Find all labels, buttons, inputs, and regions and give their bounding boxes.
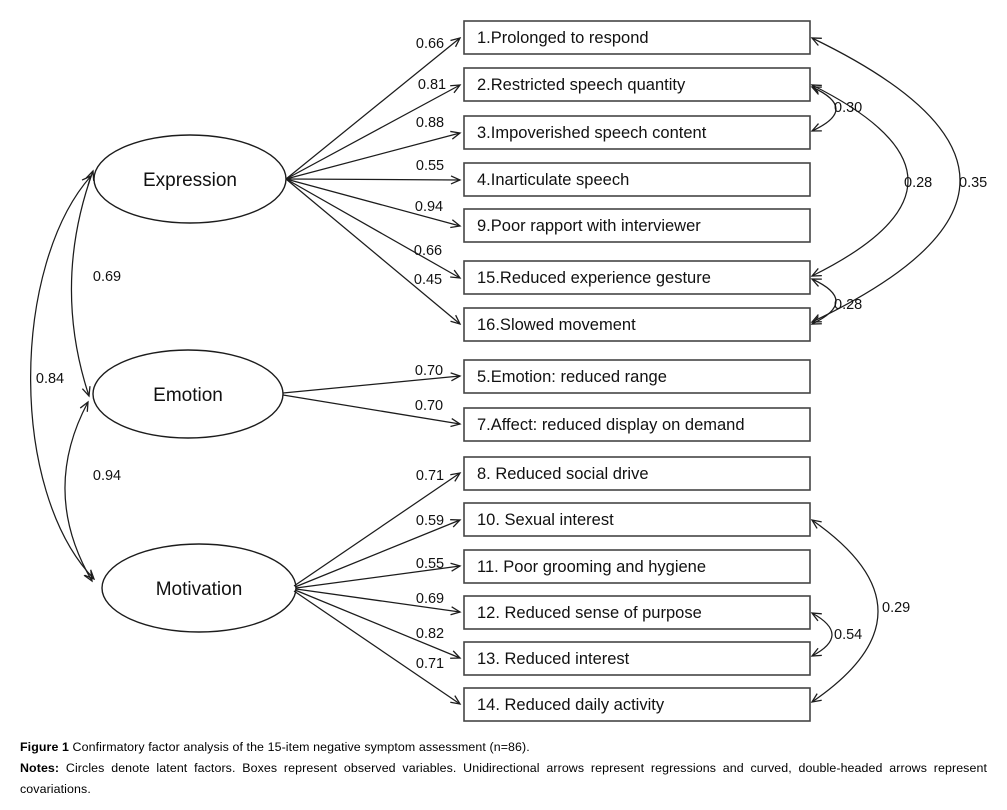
- loading-value: 0.88: [416, 115, 444, 131]
- item-box-1: [463, 20, 811, 55]
- covariance-value: 0.94: [93, 468, 121, 484]
- loading-value: 0.70: [415, 363, 443, 379]
- item-label-1: 1.Prolonged to respond: [477, 29, 649, 47]
- path-diagram-canvas: Expression Emotion Motivation 1.Prolonge…: [30, 20, 987, 722]
- caption-figure-label: Figure 1: [20, 740, 69, 754]
- expression-loading-arrows: [285, 38, 460, 324]
- loading-arrow: [295, 588, 460, 612]
- item-label-4: 4.Inarticulate speech: [477, 171, 629, 189]
- item-label-8: 8. Reduced social drive: [477, 465, 649, 483]
- item-box-4: [463, 162, 811, 197]
- loading-value: 0.45: [414, 272, 442, 288]
- residual-covariance-curves: [812, 38, 961, 702]
- loading-value: 0.66: [416, 36, 444, 52]
- covariance-value: 0.69: [93, 269, 121, 285]
- item-label-15: 15.Reduced experience gesture: [477, 269, 711, 287]
- item-label-11: 11. Poor grooming and hygiene: [477, 558, 706, 576]
- item-box-13: [463, 641, 811, 676]
- loading-arrow: [285, 133, 460, 180]
- factor-label-motivation: Motivation: [156, 579, 243, 600]
- loading-arrow: [295, 566, 460, 589]
- factor-covariance-curves: [30, 171, 94, 581]
- covariance-value: 0.30: [834, 100, 862, 116]
- item-box-2: [463, 67, 811, 102]
- item-box-11: [463, 549, 811, 584]
- item-box-9: [463, 208, 811, 243]
- loading-value: 0.94: [415, 199, 443, 215]
- covariance-value: 0.84: [36, 371, 64, 387]
- loading-arrow: [285, 85, 460, 180]
- item-label-5: 5.Emotion: reduced range: [477, 368, 667, 386]
- covariance-curve-2-15: [812, 85, 909, 276]
- loading-arrow: [285, 179, 460, 180]
- loading-arrow: [293, 473, 460, 587]
- covariance-curve-12-13: [812, 613, 833, 656]
- loading-value: 0.55: [416, 158, 444, 174]
- caption-notes-label: Notes:: [20, 761, 60, 775]
- item-label-2: 2.Restricted speech quantity: [477, 76, 686, 94]
- loading-arrow: [285, 38, 460, 180]
- caption-figure-line: Figure 1 Confirmatory factor analysis of…: [20, 737, 987, 758]
- loading-arrow: [285, 178, 460, 324]
- covariance-value: 0.54: [834, 627, 862, 643]
- loading-value: 0.71: [416, 468, 444, 484]
- loading-value: 0.71: [416, 656, 444, 672]
- loading-arrow: [294, 589, 460, 658]
- item-box-3: [463, 115, 811, 150]
- item-label-12: 12. Reduced sense of purpose: [477, 604, 702, 622]
- covariance-value: 0.35: [959, 175, 987, 191]
- caption-notes-text: Circles denote latent factors. Boxes rep…: [20, 761, 988, 796]
- item-label-14: 14. Reduced daily activity: [477, 696, 665, 714]
- covariance-curve-expression-emotion: [70, 171, 93, 396]
- loading-arrow: [285, 178, 460, 226]
- motivation-loading-arrows: [293, 473, 460, 704]
- loading-arrow: [294, 520, 460, 588]
- item-label-16: 16.Slowed movement: [477, 316, 636, 334]
- item-label-7: 7.Affect: reduced display on demand: [477, 416, 745, 434]
- item-box-10: [463, 502, 811, 537]
- item-label-9: 9.Poor rapport with interviewer: [477, 217, 701, 235]
- item-box-8: [463, 456, 811, 491]
- loading-value: 0.55: [416, 556, 444, 572]
- factor-label-emotion: Emotion: [153, 385, 223, 406]
- loading-arrow: [282, 376, 460, 394]
- loading-arrow: [293, 590, 460, 704]
- covariance-curve-expression-motivation: [30, 176, 94, 579]
- covariance-curve-2-3: [812, 87, 837, 131]
- covariance-curve-emotion-motivation: [64, 402, 92, 581]
- item-label-13: 13. Reduced interest: [477, 650, 630, 668]
- covariance-curve-15-16: [812, 279, 837, 324]
- covariance-value: 0.28: [834, 297, 862, 313]
- item-box-7: [463, 407, 811, 442]
- item-label-3: 3.Impoverished speech content: [477, 124, 707, 142]
- item-box-5: [463, 359, 811, 394]
- emotion-loading-arrows: [282, 376, 460, 424]
- covariance-value: 0.29: [882, 600, 910, 616]
- item-box-16: [463, 307, 811, 342]
- item-box-12: [463, 595, 811, 630]
- loading-value: 0.59: [416, 513, 444, 529]
- figure-caption: Figure 1 Confirmatory factor analysis of…: [20, 737, 987, 800]
- item-box-14: [463, 687, 811, 722]
- factor-label-expression: Expression: [143, 170, 237, 191]
- item-box-15: [463, 260, 811, 295]
- loading-arrow: [282, 394, 460, 424]
- loading-arrow: [285, 178, 460, 278]
- covariance-value: 0.28: [904, 175, 932, 191]
- loading-value: 0.82: [416, 626, 444, 642]
- loading-value: 0.66: [414, 243, 442, 259]
- item-label-10: 10. Sexual interest: [477, 511, 614, 529]
- caption-notes-line: Notes: Circles denote latent factors. Bo…: [20, 758, 987, 800]
- loading-value: 0.69: [416, 591, 444, 607]
- loading-value: 0.81: [418, 77, 446, 93]
- covariance-curve-10-14: [812, 520, 879, 702]
- loading-value: 0.70: [415, 398, 443, 414]
- caption-figure-text: Confirmatory factor analysis of the 15-i…: [72, 740, 530, 754]
- covariance-curve-1-16: [812, 38, 961, 322]
